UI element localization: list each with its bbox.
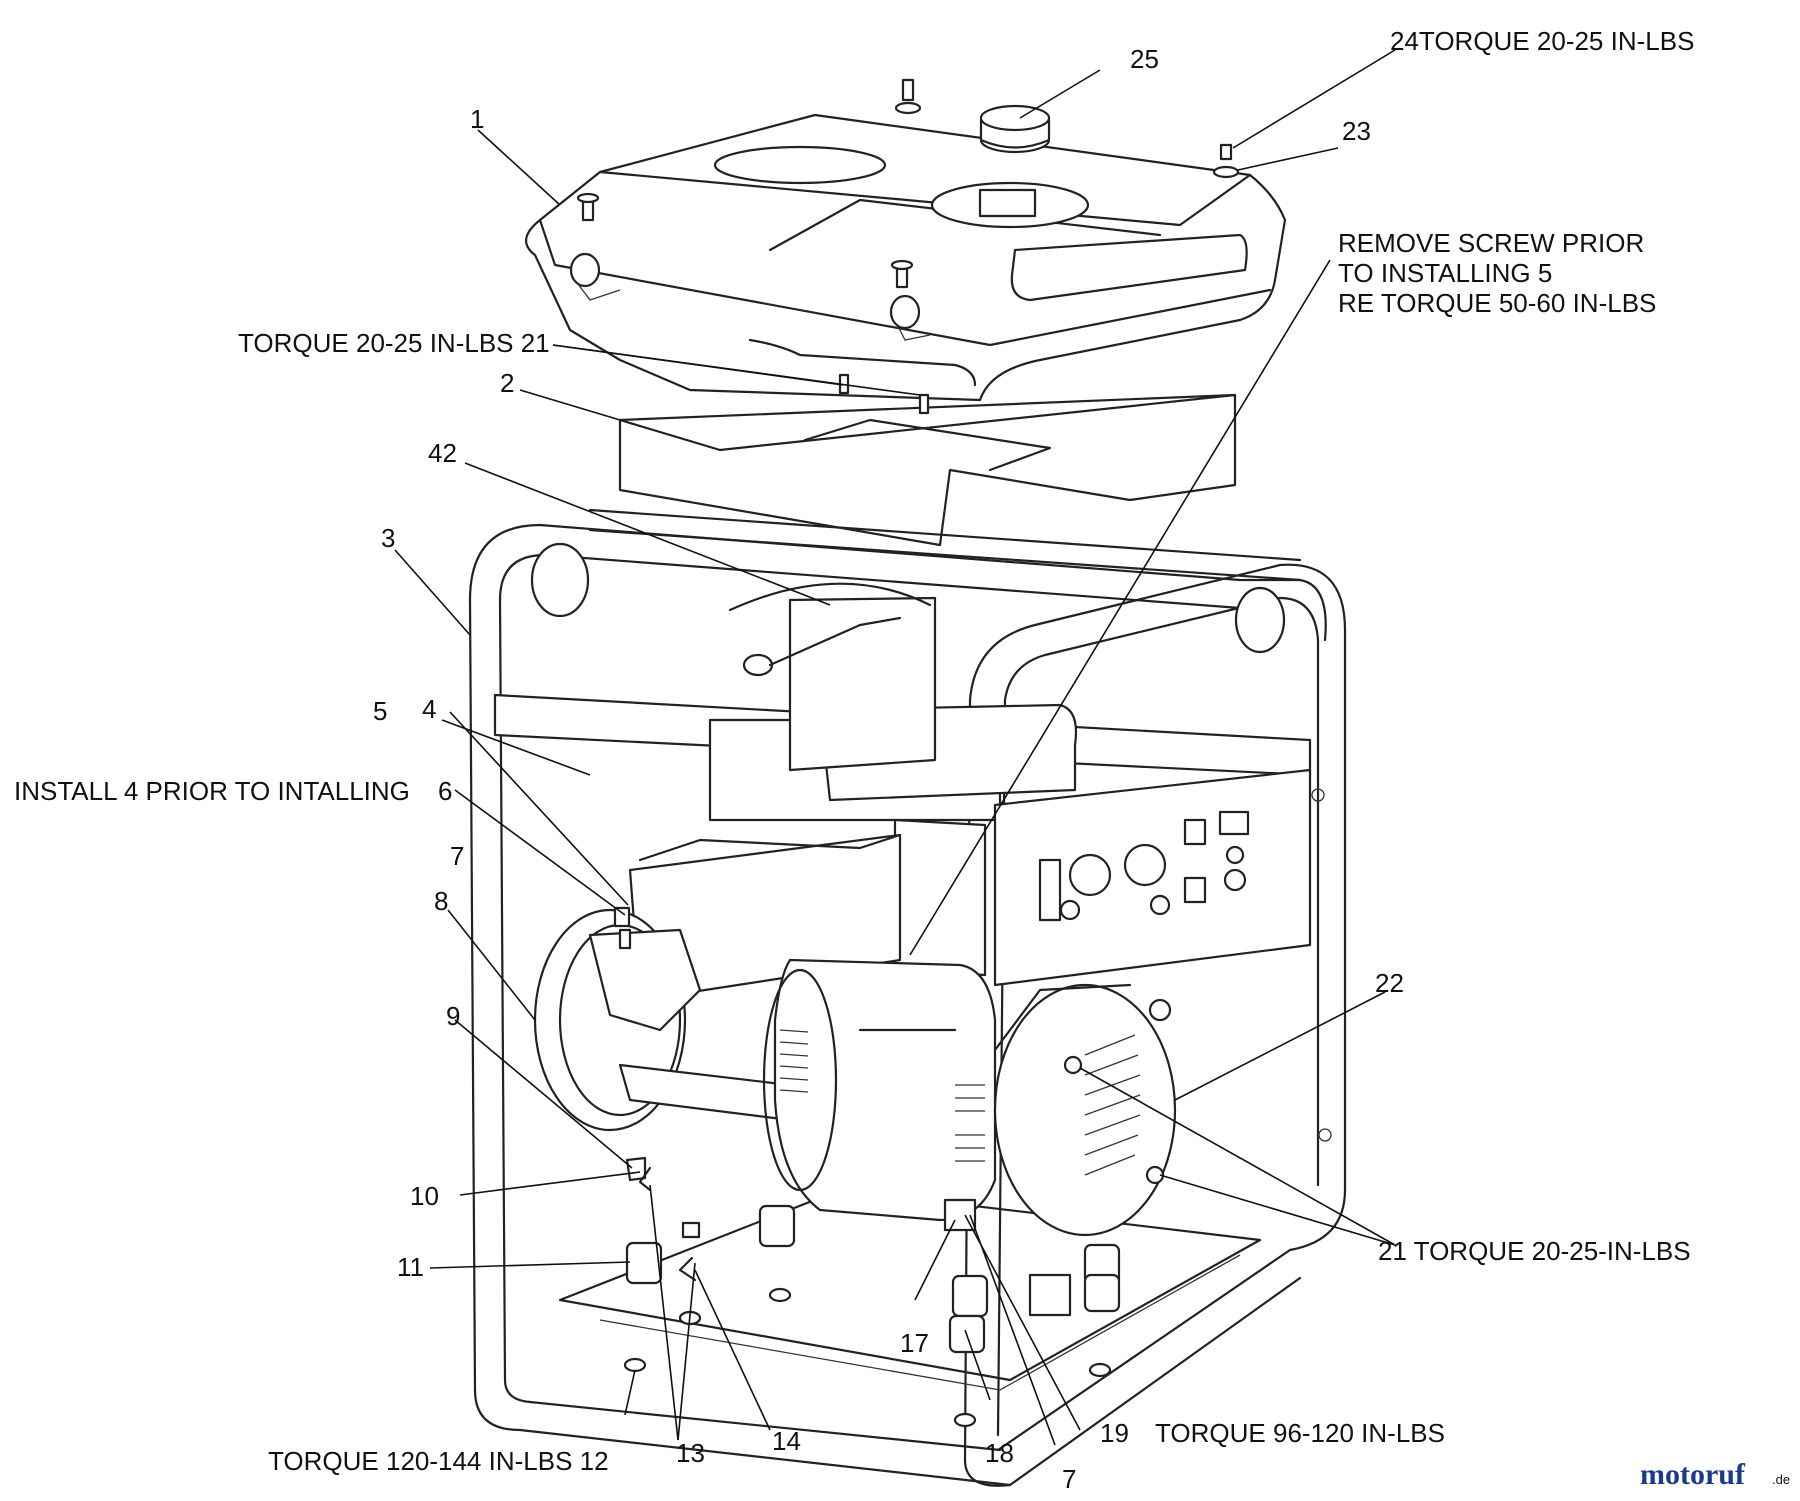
fuel-cap (979, 104, 1051, 154)
engine-illustration (533, 582, 1332, 1428)
note-torque-21-right: 21 TORQUE 20-25-IN-LBS (1378, 1236, 1691, 1266)
leader-lines (394, 49, 1396, 1446)
watermark-logo: motoruf .de (1640, 1458, 1790, 1491)
callout-1: 1 (470, 104, 484, 134)
watermark-brand: motoruf (1640, 1458, 1746, 1491)
control-panel-illustration (993, 768, 1332, 1142)
callout-42: 42 (428, 438, 457, 468)
callout-14: 14 (772, 1426, 801, 1456)
watermark-tld: .de (1772, 1472, 1790, 1487)
alternator-illustration (762, 958, 997, 1222)
note-torque-12: TORQUE 120-144 IN-LBS 12 (268, 1446, 609, 1476)
heat-shield-illustration (618, 373, 1237, 547)
note-torque-19: TORQUE 96-120 IN-LBS (1155, 1418, 1445, 1448)
callout-7-lower: 7 (1062, 1464, 1076, 1494)
end-cover-illustration (993, 983, 1177, 1237)
callout-4: 4 (422, 694, 436, 724)
callout-10: 10 (410, 1181, 439, 1211)
fuel-tank-illustration (525, 78, 1287, 402)
callout-8: 8 (434, 886, 448, 916)
callout-17: 17 (900, 1328, 929, 1358)
note-remove-screw-2: TO INSTALLING 5 (1338, 258, 1552, 288)
note-torque-21-top: TORQUE 20-25 IN-LBS 21 (238, 328, 550, 358)
callout-labels: 1 25 24TORQUE 20-25 IN-LBS 23 REMOVE SCR… (14, 26, 1694, 1494)
callout-6: 6 (438, 776, 452, 806)
callout-3: 3 (381, 523, 395, 553)
callout-25: 25 (1130, 44, 1159, 74)
callout-22: 22 (1375, 968, 1404, 998)
tank-screws (576, 78, 1240, 289)
callout-18: 18 (985, 1438, 1014, 1468)
callout-23: 23 (1342, 116, 1371, 146)
callout-19: 19 (1100, 1418, 1129, 1448)
callout-7-upper: 7 (450, 841, 464, 871)
note-remove-screw-1: REMOVE SCREW PRIOR (1338, 228, 1644, 258)
callout-9: 9 (446, 1001, 460, 1031)
callout-5: 5 (373, 696, 387, 726)
note-install-4: INSTALL 4 PRIOR TO INTALLING (14, 776, 410, 806)
note-torque-24: 24TORQUE 20-25 IN-LBS (1390, 26, 1694, 56)
callout-13: 13 (676, 1438, 705, 1468)
note-remove-screw-3: RE TORQUE 50-60 IN-LBS (1338, 288, 1656, 318)
callout-11: 11 (397, 1252, 424, 1282)
callout-2: 2 (500, 368, 514, 398)
vibration-mounts (625, 1204, 1121, 1354)
